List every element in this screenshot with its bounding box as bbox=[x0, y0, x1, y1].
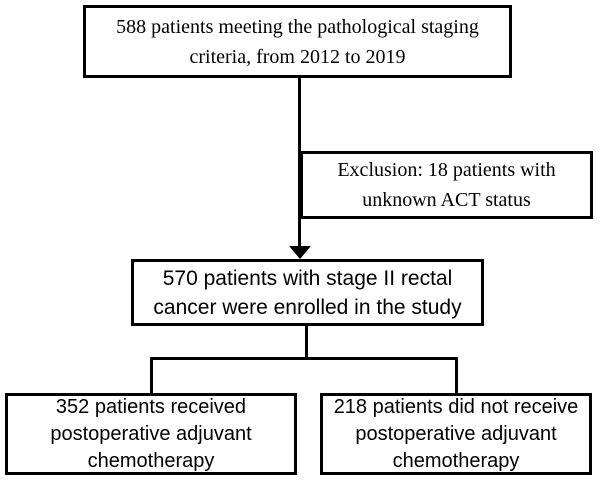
box-text-line: criteria, from 2012 to 2019 bbox=[189, 45, 406, 68]
flow-box-588-criteria: 588 patients meeting the pathological st… bbox=[83, 5, 512, 78]
flow-box-352-act: 352 patients received postoperative adju… bbox=[5, 393, 297, 475]
box-text-line: Exclusion: 18 patients with bbox=[337, 159, 556, 181]
flow-box-218-no-act: 218 patients did not receive postoperati… bbox=[320, 393, 592, 475]
box-text-line: postoperative adjuvant bbox=[50, 422, 252, 445]
connector-split-to-noact bbox=[455, 357, 458, 393]
flow-box-exclusion: Exclusion: 18 patients with unknown ACT … bbox=[300, 151, 593, 219]
box-text-line: 352 patients received bbox=[55, 395, 247, 418]
box-text-line: cancer were enrolled in the study bbox=[153, 295, 462, 319]
box-text-line: 570 patients with stage II rectal bbox=[162, 266, 453, 290]
box-text-line: postoperative adjuvant bbox=[355, 422, 557, 445]
flow-box-570-enrolled: 570 patients with stage II rectal cancer… bbox=[131, 259, 484, 326]
box-text-line: 588 patients meeting the pathological st… bbox=[116, 15, 479, 38]
box-text-line: chemotherapy bbox=[87, 449, 215, 472]
connector-split-horizontal bbox=[150, 357, 458, 360]
box-text-line: 218 patients did not receive bbox=[333, 395, 579, 418]
box-text-line: unknown ACT status bbox=[362, 189, 531, 211]
connector-enrolled-to-split bbox=[305, 326, 308, 360]
arrow-down-icon bbox=[289, 246, 311, 259]
box-text-line: chemotherapy bbox=[392, 449, 520, 472]
connector-criteria-to-enrolled bbox=[298, 78, 301, 248]
connector-split-to-act bbox=[150, 357, 153, 393]
